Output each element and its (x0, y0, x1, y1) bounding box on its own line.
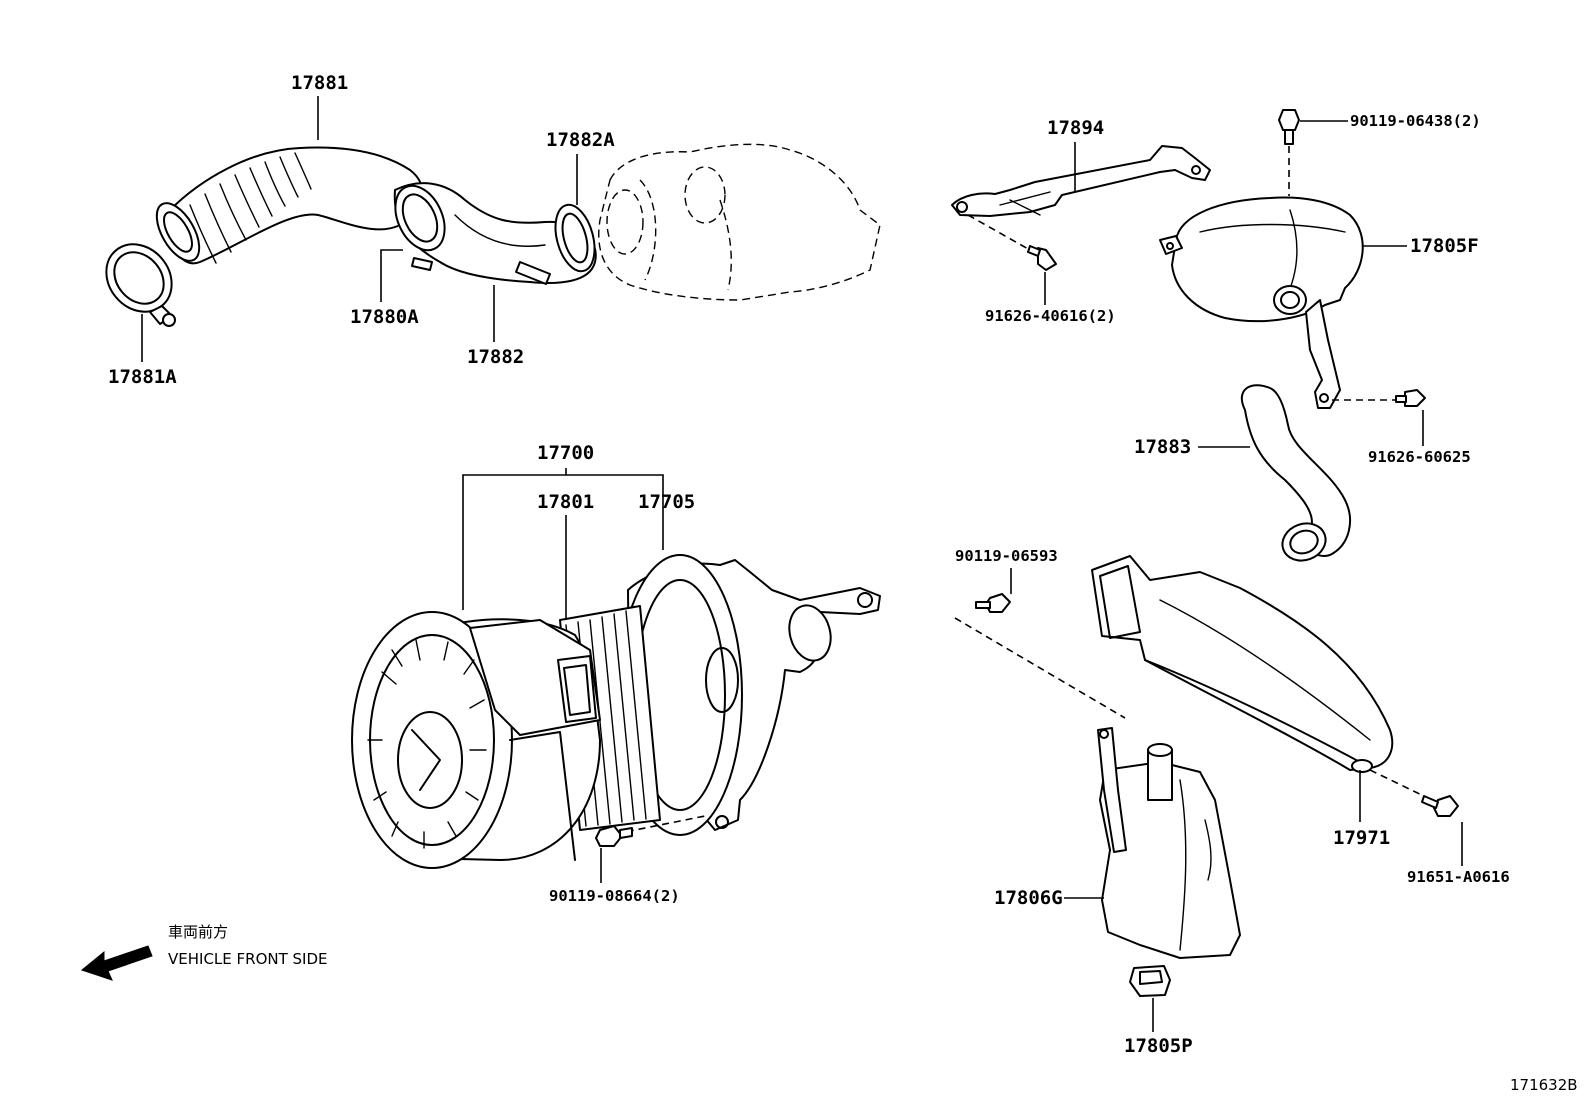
part-number-17882A: 17882A (546, 129, 615, 151)
part-number-17881: 17881 (291, 72, 348, 94)
part-number-17705: 17705 (638, 491, 695, 513)
part-number-17894: 17894 (1047, 117, 1104, 139)
part-number-17881A: 17881A (108, 366, 177, 388)
duct-17971-drawing (954, 555, 1459, 817)
part-number-17805F: 17805F (1410, 235, 1479, 257)
part-number-17806G: 17806G (994, 887, 1063, 909)
arrow-left-icon (80, 945, 153, 981)
part-number-17971: 17971 (1333, 827, 1390, 849)
labels-hose-17883: 17883 (1134, 436, 1250, 458)
labels-bracket: 17894 91626-40616(2) (985, 117, 1116, 325)
bracket-17894-drawing (951, 145, 1211, 271)
vehicle-front-japanese: 車両前方 (168, 923, 228, 941)
resonator-17806G-drawing (1097, 727, 1241, 997)
hose-17883-drawing (1240, 384, 1351, 562)
part-number-17883: 17883 (1134, 436, 1191, 458)
part-number-91626-40616: 91626-40616(2) (985, 307, 1116, 325)
air-cleaner-assembly-drawing (351, 554, 881, 869)
drawing-number: 171632B (1510, 1076, 1578, 1094)
part-number-90119-06438: 90119-06438(2) (1350, 112, 1481, 130)
part-number-17882: 17882 (467, 346, 524, 368)
vehicle-front-indicator: 車両前方 VEHICLE FRONT SIDE (80, 923, 328, 981)
labels-resonator: 90119-06438(2) 17805F 91626-60625 (1300, 112, 1481, 466)
part-number-17880A: 17880A (350, 306, 419, 328)
part-number-91651-A0616: 91651-A0616 (1407, 868, 1510, 886)
labels-intake-hose: 17881 17881A 17880A 17882 17882A (108, 72, 615, 388)
labels-air-cleaner: 17700 17801 17705 90119-08664(2) (462, 442, 695, 905)
part-number-17805P: 17805P (1124, 1035, 1193, 1057)
labels-resonator-17806G: 17806G 17805P (994, 887, 1193, 1057)
labels-duct: 90119-06593 17971 91651-A0616 (955, 547, 1510, 886)
air-cleaner-hose-drawing (105, 143, 881, 327)
part-number-91626-60625: 91626-60625 (1368, 448, 1471, 466)
resonator-17805F-drawing (1159, 109, 1426, 409)
part-number-17700: 17700 (537, 442, 594, 464)
part-number-17801: 17801 (537, 491, 594, 513)
part-number-90119-06593: 90119-06593 (955, 547, 1058, 565)
vehicle-front-english: VEHICLE FRONT SIDE (168, 950, 328, 968)
part-number-90119-08664: 90119-08664(2) (549, 887, 680, 905)
